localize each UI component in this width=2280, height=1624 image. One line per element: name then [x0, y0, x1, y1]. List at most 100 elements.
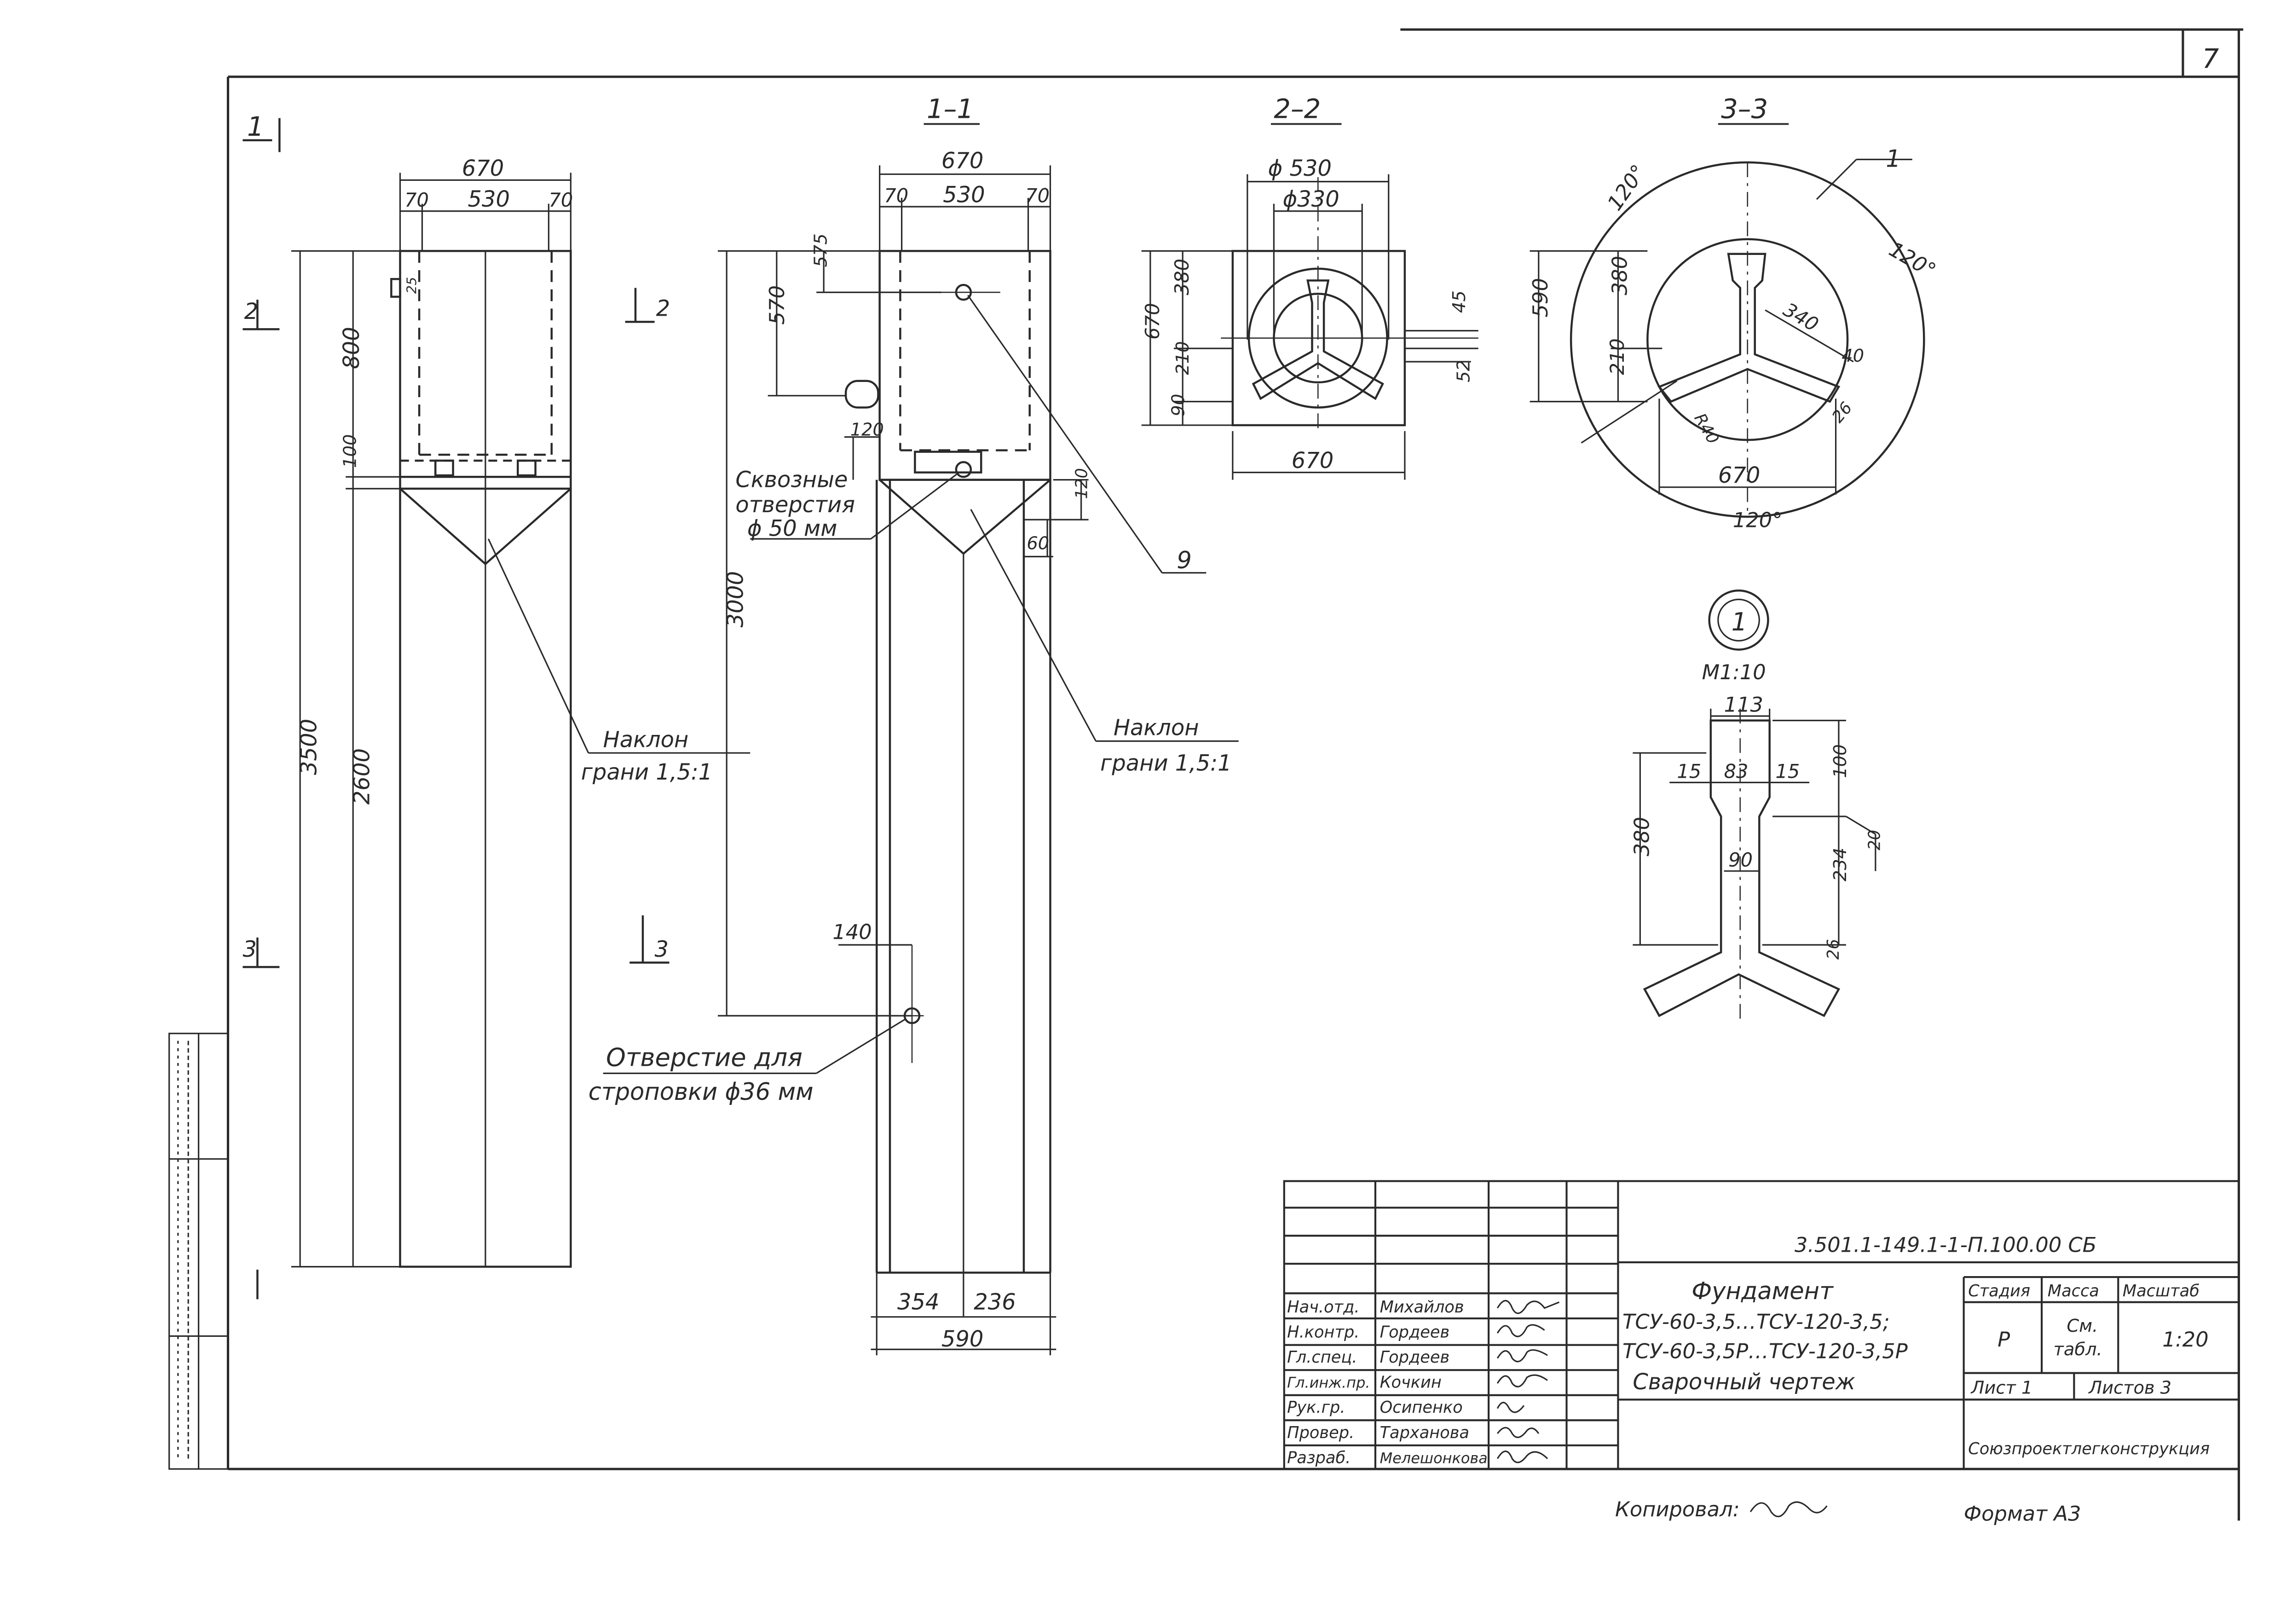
- holes-note-2: отверстия: [735, 492, 855, 518]
- dim-2600-elev: 2600: [349, 748, 375, 804]
- name-4: Осипенко: [1380, 1398, 1463, 1417]
- dim-52-s2: 52: [1454, 360, 1474, 382]
- title-line-1: Фундамент: [1691, 1277, 1834, 1305]
- cut-3-left: 3: [242, 936, 257, 962]
- copier-signature: [1749, 1501, 1828, 1517]
- cut-3-right: 3: [655, 936, 669, 962]
- mass-value-1: См.: [2066, 1316, 2098, 1336]
- dim-120b-s1: 120: [1072, 468, 1091, 499]
- section-2-2: 2–2: [1141, 93, 1478, 480]
- name-5: Тарханова: [1380, 1423, 1469, 1442]
- dim-575-s1: 575: [811, 233, 831, 267]
- elevation-view: 1 2 2 3 3: [242, 111, 750, 1300]
- dim-236-s1: 236: [974, 1289, 1016, 1315]
- section-1-1-title: 1–1: [927, 93, 974, 125]
- section-3-3-title: 3–3: [1721, 93, 1768, 125]
- title-block: 3.501.1-149.1-1-П.100.00 СБ Фундамент ТС…: [1283, 1180, 2240, 1470]
- dim-70b-elev: 70: [548, 189, 573, 211]
- dim-15a-d1: 15: [1677, 760, 1701, 783]
- hdr-mass: Масса: [2048, 1282, 2099, 1300]
- signatures: [1496, 1300, 1560, 1463]
- angle-120-bottom: 120°: [1733, 508, 1783, 532]
- dim-90-s2: 90: [1168, 394, 1189, 416]
- dim-60-s1: 60: [1027, 533, 1049, 554]
- footer-copied: Копировал:: [1615, 1497, 1740, 1521]
- slope-note-1b: грани 1,5:1: [581, 759, 713, 785]
- dim-670-s3: 670: [1718, 462, 1760, 488]
- mass-value-2: табл.: [2054, 1339, 2102, 1360]
- dim-25-elev: 25: [404, 277, 420, 294]
- scale-value: 1:20: [2162, 1327, 2208, 1352]
- dim-90-d1: 90: [1728, 849, 1753, 871]
- sheets-value: Листов 3: [2088, 1377, 2171, 1398]
- dim-45-s2: 45: [1449, 290, 1470, 313]
- dim-70a-s1: 70: [884, 184, 908, 207]
- dim-530-elev: 530: [468, 186, 510, 212]
- dim-530-s1: 530: [943, 182, 985, 208]
- dim-670-s1: 670: [941, 148, 983, 174]
- detail-1: 1 М1:10 113 15 83 15 90 380 100: [1630, 589, 1884, 1019]
- dim-120-s1: 120: [850, 419, 884, 440]
- holes-note-3: ϕ 50 мм: [747, 515, 837, 541]
- role-5: Провер.: [1287, 1423, 1354, 1442]
- footer-format: Формат А3: [1964, 1501, 2081, 1526]
- slope-note-1: Наклон: [603, 727, 689, 752]
- role-1: Н.контр.: [1287, 1323, 1359, 1342]
- leader-1: 1: [1886, 145, 1901, 173]
- dim-83-d1: 83: [1724, 760, 1749, 783]
- cut-2-left: 2: [244, 299, 259, 324]
- title-line-4: Сварочный чертеж: [1633, 1369, 1855, 1395]
- binding-strip: [168, 1033, 229, 1470]
- dim-3000-s1: 3000: [722, 571, 748, 627]
- dim-phi530: ϕ 530: [1268, 156, 1332, 181]
- dim-670-elev: 670: [462, 156, 504, 181]
- dim-70b-s1: 70: [1025, 184, 1050, 207]
- dim-100-d1: 100: [1830, 744, 1851, 778]
- dim-380-s3: 380: [1608, 256, 1632, 295]
- dim-140-s1: 140: [832, 919, 872, 944]
- name-2: Гордеев: [1380, 1348, 1450, 1367]
- role-4: Рук.гр.: [1287, 1398, 1345, 1417]
- slope-note-2b: грани 1,5:1: [1100, 751, 1232, 776]
- sheet-value: Лист 1: [1970, 1377, 2033, 1398]
- dim-670-s2-v: 670: [1141, 303, 1164, 340]
- dim-phi330: ϕ330: [1283, 186, 1339, 212]
- holes-note-1: Сквозные: [735, 467, 848, 493]
- elevation-mark: 1: [247, 111, 264, 142]
- dim-354-s1: 354: [897, 1289, 939, 1315]
- cut-2-right: 2: [656, 295, 670, 321]
- detail-number: 1: [1732, 607, 1748, 636]
- dim-380-d1: 380: [1630, 817, 1654, 856]
- name-0: Михайлов: [1380, 1298, 1464, 1317]
- dim-20-d1: 20: [1865, 830, 1884, 850]
- role-6: Разраб.: [1287, 1448, 1351, 1467]
- title-line-2: ТСУ-60-3,5…ТСУ-120-3,5;: [1622, 1309, 1890, 1334]
- dim-590-s1: 590: [941, 1326, 983, 1352]
- dim-15b-d1: 15: [1776, 760, 1800, 783]
- role-2: Гл.спец.: [1287, 1348, 1357, 1367]
- name-3: Кочкин: [1380, 1373, 1442, 1392]
- dim-800-elev: 800: [339, 327, 364, 369]
- name-6: Мелешонкова: [1380, 1449, 1488, 1467]
- leader-9: 9: [1177, 547, 1192, 574]
- slope-note-2: Наклон: [1114, 715, 1199, 741]
- stage-value: Р: [1997, 1327, 2010, 1352]
- title-line-3: ТСУ-60-3,5Р…ТСУ-120-3,5Р: [1622, 1339, 1908, 1363]
- dim-3500-elev: 3500: [296, 719, 322, 775]
- detail-scale: М1:10: [1702, 660, 1766, 684]
- sling-note-1: Отверстие для: [606, 1042, 802, 1072]
- dim-26-d1: 26: [1824, 939, 1843, 959]
- hdr-scale: Масштаб: [2123, 1282, 2199, 1300]
- org-name: Союзпроектлегконструкция: [1968, 1439, 2210, 1458]
- dim-40-s3: 40: [1841, 346, 1864, 366]
- hdr-stage: Стадия: [1968, 1282, 2030, 1300]
- role-0: Нач.отд.: [1287, 1298, 1359, 1317]
- dim-234-d1: 234: [1830, 848, 1851, 881]
- dim-210-s2: 210: [1172, 341, 1193, 375]
- dim-670-s2-h: 670: [1292, 448, 1333, 474]
- section-2-2-title: 2–2: [1274, 93, 1321, 125]
- section-1-1: 1–1: [589, 93, 1239, 1356]
- dim-210-s3: 210: [1606, 338, 1628, 375]
- sling-note-2: строповки ϕ36 мм: [589, 1078, 814, 1106]
